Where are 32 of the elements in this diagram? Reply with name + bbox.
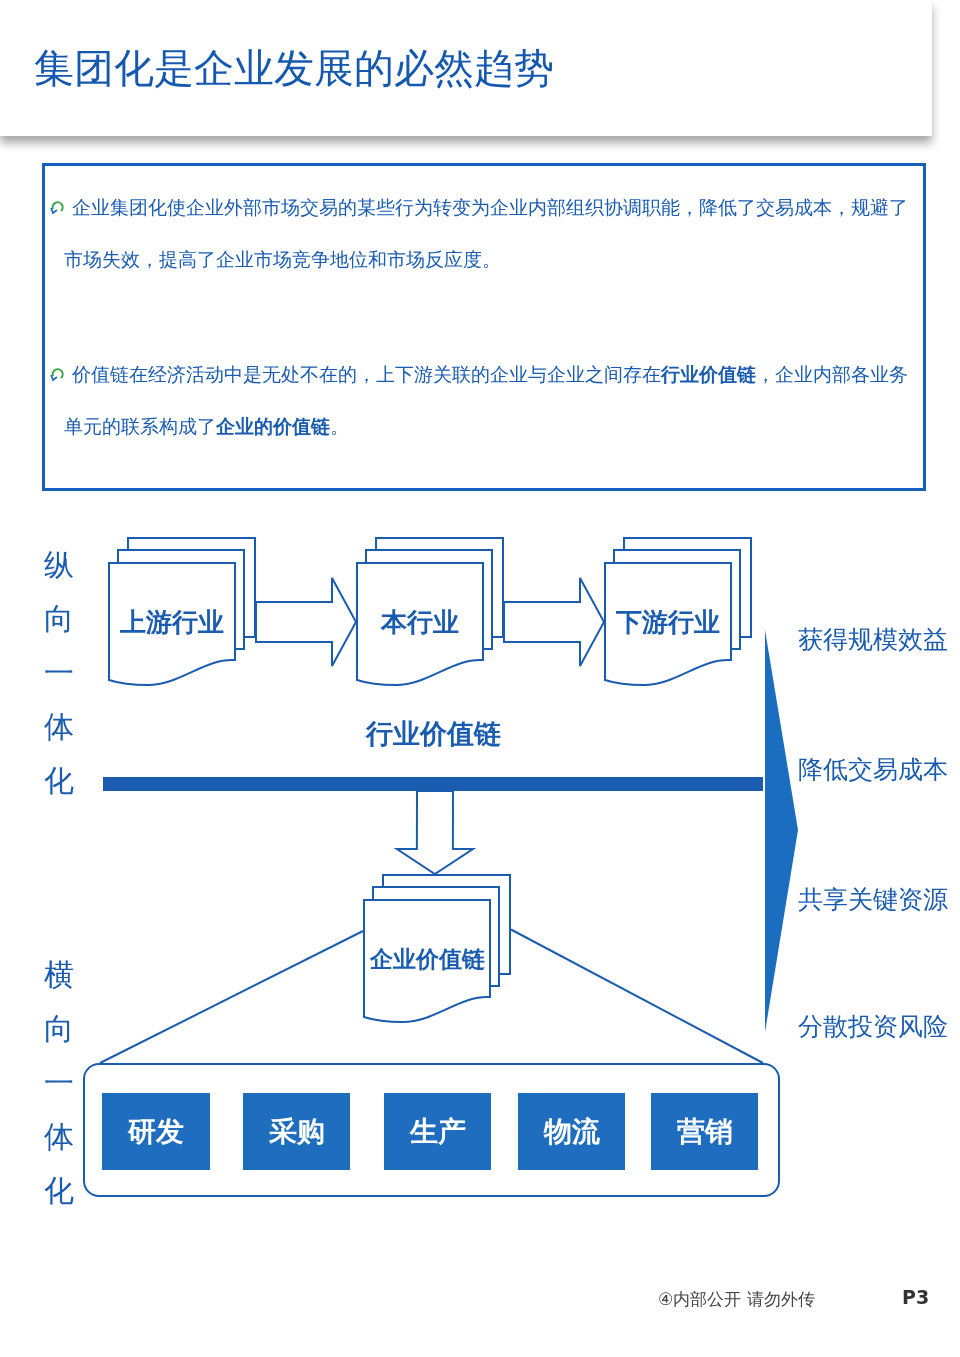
rounded-panel xyxy=(83,1063,780,1197)
connector-line xyxy=(99,930,364,1064)
document-stack xyxy=(108,537,256,687)
benefit-text: 共享关键资源 xyxy=(798,884,948,916)
document-stack xyxy=(604,537,752,687)
title: 集团化是企业发展的必然趋势 xyxy=(34,44,554,93)
side-label: 纵向一体化 xyxy=(44,546,74,800)
stack-label: 上游行业 xyxy=(120,606,224,638)
page-number: P3 xyxy=(902,1285,930,1310)
document-stack xyxy=(363,874,511,1024)
footer-note: ④内部公开 请勿外传 xyxy=(658,1288,815,1311)
stack-label: 下游行业 xyxy=(616,606,720,638)
function-box: 研发 xyxy=(102,1093,210,1170)
paragraph: 企业集团化使企业外部市场交易的某些行为转变为企业内部组织协调职能，降低了交易成本，规避了市场失效，提高了企业市场竞争地位和市场反应度。 xyxy=(64,196,909,272)
benefit-text: 分散投资风险 xyxy=(798,1011,948,1043)
function-box: 采购 xyxy=(243,1093,350,1170)
stack-label: 本行业 xyxy=(381,606,459,638)
stack-label: 企业价值链 xyxy=(369,945,485,974)
document-stack xyxy=(356,537,504,687)
benefit-text: 降低交易成本 xyxy=(798,754,948,786)
text-panel xyxy=(42,163,926,491)
bar-heading: 行业价值链 xyxy=(364,717,502,751)
block-arrow xyxy=(393,790,477,876)
block-arrow xyxy=(255,577,358,667)
side-label: 横向一体化 xyxy=(44,956,74,1210)
connector-line xyxy=(510,928,764,1064)
benefit-text: 获得规模效益 xyxy=(798,624,948,656)
block-arrow xyxy=(503,577,606,667)
function-box: 生产 xyxy=(384,1093,491,1170)
paragraph: 价值链在经济活动中是无处不在的，上下游关联的企业与企业之间存在行业价值链，企业内部各业务单元的联系构成了企业的价值链。 xyxy=(64,363,909,439)
function-box: 物流 xyxy=(518,1093,625,1170)
function-box: 营销 xyxy=(651,1093,758,1170)
